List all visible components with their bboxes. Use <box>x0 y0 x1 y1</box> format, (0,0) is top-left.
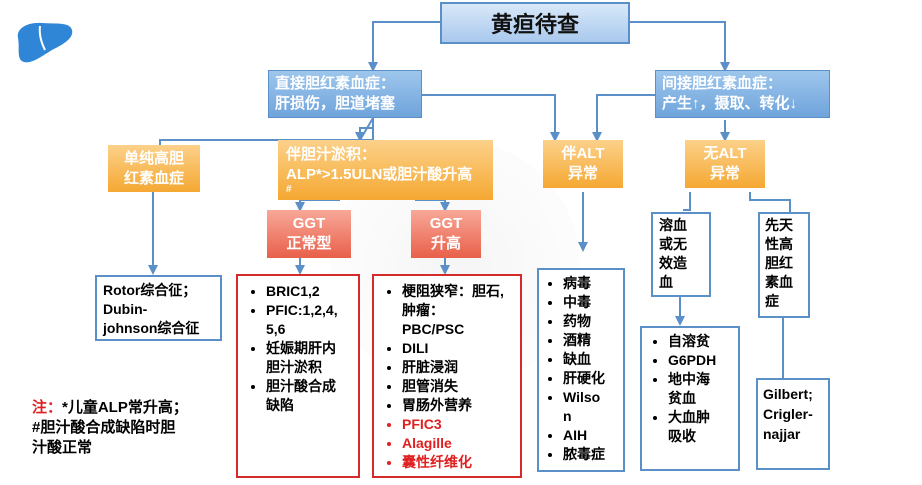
alt-abnormal-box: 伴ALT 异常 <box>543 140 623 188</box>
rotor-line2: Dubin- <box>103 301 148 317</box>
alt-list: 病毒中毒药物酒精缺血肝硬化WilsonAIH脓毒症 <box>543 274 619 464</box>
hemolysis-line3: 效造 <box>659 255 687 271</box>
hemolysis-line4: 血 <box>659 274 673 290</box>
list-item: AIH <box>563 426 619 445</box>
congenital-line5: 症 <box>765 293 779 309</box>
congenital-line1: 先天 <box>765 217 793 233</box>
note-label: 注： <box>32 399 63 416</box>
note-line3: 汁酸正常 <box>32 439 93 456</box>
no-alt-line1: 无ALT <box>703 145 747 162</box>
ggt-normal-box: GGT 正常型 <box>267 210 351 258</box>
direct-bilirubin-box: 直接胆红素血症： 肝损伤，胆道堵塞 <box>268 70 422 118</box>
cholestasis-line2: ALP*>1.5ULN或胆汁酸升高 <box>286 166 473 183</box>
direct-line1: 直接胆红素血症： <box>275 75 396 92</box>
note-line2: #胆汁酸合成缺陷时胆 <box>32 419 176 436</box>
hemolysis-line1: 溶血 <box>659 217 687 233</box>
list-item: 中毒 <box>563 293 619 312</box>
indirect-line1: 间接胆红素血症： <box>662 75 783 92</box>
alt-list-box: 病毒中毒药物酒精缺血肝硬化WilsonAIH脓毒症 <box>537 268 625 472</box>
list-item: 肝硬化 <box>563 369 619 388</box>
list-item: 病毒 <box>563 274 619 293</box>
simple-line2: 红素血症 <box>123 169 184 187</box>
list-item: 梗阻狭窄：胆石,肿瘤：PBC/PSC <box>402 282 514 339</box>
list-item: 胆管消失 <box>402 377 514 396</box>
list-item: DILI <box>402 339 514 358</box>
ggt-high-line2: 升高 <box>430 235 461 252</box>
ggt-high-box: GGT 升高 <box>411 210 481 258</box>
ggt-normal-list: BRIC1,2PFIC:1,2,4,5,6妊娠期肝内胆汁淤积胆汁酸合成缺陷 <box>244 282 352 415</box>
gilbert-line2: Crigler- <box>763 406 813 422</box>
liver-icon <box>17 22 73 63</box>
cholestasis-line3: # <box>286 184 292 195</box>
ggt-high-line1: GGT <box>429 215 463 232</box>
list-item: 药物 <box>563 312 619 331</box>
simple-line1: 单纯高胆 <box>123 149 184 167</box>
list-item: 胆汁酸合成缺陷 <box>266 377 352 415</box>
simple-hyperbilirubinemia-box: 单纯高胆 红素血症 <box>108 145 200 192</box>
note-line1: *儿童ALP常升高； <box>62 399 188 416</box>
gilbert-line3: najjar <box>763 426 801 442</box>
list-item: PFIC3 <box>402 415 514 434</box>
footnote: 注：*儿童ALP常升高； #胆汁酸合成缺陷时胆 汁酸正常 <box>32 398 222 458</box>
ggt-normal-line2: 正常型 <box>286 235 332 252</box>
cholestasis-line1: 伴胆汁淤积： <box>286 146 377 163</box>
congenital-line2: 性高 <box>765 236 793 252</box>
list-item: 脓毒症 <box>563 445 619 464</box>
list-item: 肝脏浸润 <box>402 358 514 377</box>
list-item: G6PDH <box>668 351 734 370</box>
ggt-normal-list-box: BRIC1,2PFIC:1,2,4,5,6妊娠期肝内胆汁淤积胆汁酸合成缺陷 <box>236 274 360 478</box>
congenital-line3: 胆红 <box>765 255 793 271</box>
list-item: Alagille <box>402 434 514 453</box>
alt-abnormal-line1: 伴ALT <box>561 145 605 162</box>
ggt-normal-line1: GGT <box>292 215 326 232</box>
gilbert-box: Gilbert; Crigler- najjar <box>756 378 830 470</box>
list-item: 囊性纤维化 <box>402 453 514 472</box>
hemolysis-box: 溶血 或无 效造 血 <box>651 212 711 297</box>
hemolysis-line2: 或无 <box>659 236 687 252</box>
indirect-bilirubin-box: 间接胆红素血症： 产生↑，摄取、转化↓ <box>655 70 830 118</box>
no-alt-line2: 异常 <box>709 165 740 182</box>
alt-abnormal-line2: 异常 <box>567 165 598 182</box>
indirect-line2: 产生↑，摄取、转化↓ <box>662 95 798 112</box>
hemolysis-list: 自溶贫G6PDH地中海贫血大血肿吸收 <box>646 332 734 446</box>
list-item: 胃肠外营养 <box>402 396 514 415</box>
congenital-line4: 素血 <box>765 274 793 290</box>
cholestasis-box: 伴胆汁淤积： ALP*>1.5ULN或胆汁酸升高 # <box>278 140 493 200</box>
list-item: PFIC:1,2,4,5,6 <box>266 301 352 339</box>
list-item: 酒精 <box>563 331 619 350</box>
ggt-high-list: 梗阻狭窄：胆石,肿瘤：PBC/PSCDILI肝脏浸润胆管消失胃肠外营养PFIC3… <box>380 282 514 472</box>
title-box: 黄疸待查 <box>440 2 630 44</box>
list-item: 自溶贫 <box>668 332 734 351</box>
list-item: BRIC1,2 <box>266 282 352 301</box>
hemolysis-list-box: 自溶贫G6PDH地中海贫血大血肿吸收 <box>640 326 740 471</box>
title-text: 黄疸待查 <box>490 12 579 37</box>
rotor-box: Rotor综合征； Dubin- johnson综合征 <box>95 275 222 341</box>
gilbert-line1: Gilbert; <box>763 386 813 402</box>
rotor-line3: johnson综合征 <box>103 320 200 336</box>
rotor-line1: Rotor综合征； <box>103 282 197 298</box>
no-alt-abnormal-box: 无ALT 异常 <box>685 140 765 188</box>
congenital-box: 先天 性高 胆红 素血 症 <box>758 212 810 318</box>
ggt-high-list-box: 梗阻狭窄：胆石,肿瘤：PBC/PSCDILI肝脏浸润胆管消失胃肠外营养PFIC3… <box>372 274 522 478</box>
list-item: 缺血 <box>563 350 619 369</box>
direct-line2: 肝损伤，胆道堵塞 <box>275 95 396 112</box>
